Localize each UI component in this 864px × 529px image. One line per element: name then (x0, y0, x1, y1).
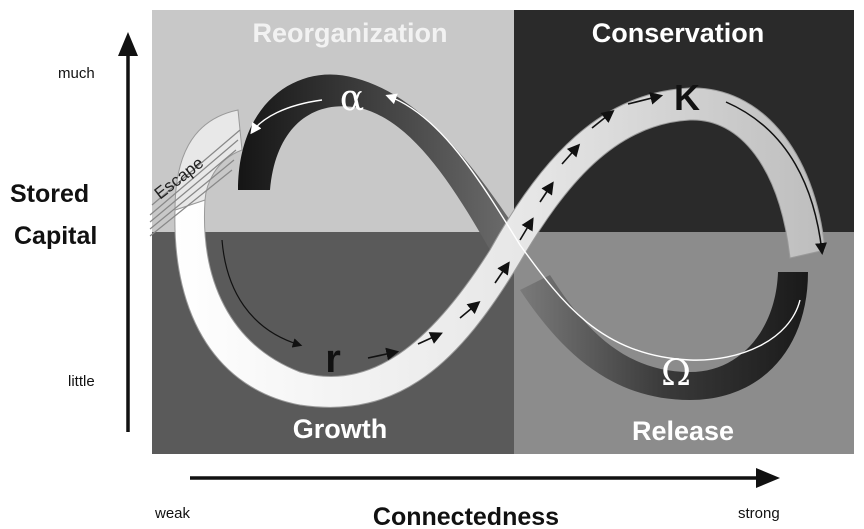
reorganization-to-growth-arrow (221, 239, 303, 348)
x-axis-high-label: strong (738, 505, 780, 522)
band-back-alpha-loop (238, 74, 520, 250)
x-axis-arrowhead (756, 468, 780, 488)
band-back-omega-loop (520, 272, 808, 400)
alpha-curl-arrow (250, 99, 323, 135)
y-axis-title-line2: Capital (14, 222, 97, 250)
band-front-left-curl (174, 109, 243, 211)
alpha-symbol: α (340, 78, 364, 119)
y-axis-title-line1: Stored (10, 180, 89, 208)
x-axis-title: Connectedness (373, 503, 559, 529)
conservation-label: Conservation (592, 18, 765, 48)
growth-label: Growth (293, 414, 388, 444)
reorganization-label: Reorganization (252, 18, 447, 48)
escape-strands (149, 129, 241, 237)
y-axis-high-label: much (58, 65, 95, 82)
release-label: Release (632, 416, 734, 446)
k-symbol: K (674, 77, 700, 118)
band-front-growth (174, 87, 826, 408)
release-to-reorganization-line (385, 93, 801, 361)
x-axis-low-label: weak (154, 505, 191, 522)
conservation-to-release-arrow (725, 101, 827, 255)
omega-symbol: Ω (661, 353, 691, 394)
r-symbol: r (325, 337, 341, 381)
y-axis-low-label: little (68, 373, 95, 390)
y-axis-arrowhead (118, 32, 138, 56)
growth-to-conservation-arrows (367, 92, 664, 361)
